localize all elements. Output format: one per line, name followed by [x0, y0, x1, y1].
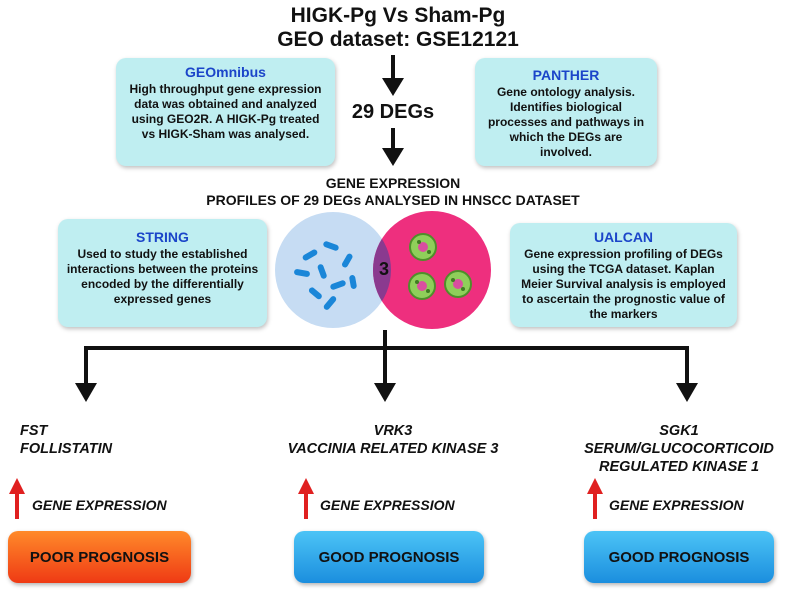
title-line-2: GEO dataset: GSE12121	[277, 28, 519, 51]
string-title: STRING	[136, 229, 189, 245]
string-text: Used to study the established interactio…	[66, 247, 259, 306]
down-arrow-icon	[382, 128, 404, 166]
up-arrow-icon	[587, 478, 603, 519]
geomnibus-box: GEOmnibus High throughput gene expressio…	[116, 58, 335, 166]
prognosis-badge-sgk1: GOOD PROGNOSIS	[584, 531, 774, 583]
down-arrow-icon	[374, 346, 396, 402]
prognosis-badge-fst: POOR PROGNOSIS	[8, 531, 191, 583]
geomnibus-title: GEOmnibus	[185, 64, 266, 80]
gene-name-vrk3: VACCINIA RELATED KINASE 3	[287, 441, 499, 457]
bacteria-icon	[294, 241, 357, 310]
ualcan-box: UALCAN Gene expression profiling of DEGs…	[510, 223, 737, 327]
degs-label: 29 DEGs	[351, 101, 435, 123]
gene-symbol-fst: FST	[20, 423, 48, 439]
prognosis-label-sgk1: GOOD PROGNOSIS	[608, 548, 750, 566]
profiles-line-1: GENE EXPRESSION	[325, 175, 461, 191]
venn-diagram	[275, 211, 491, 329]
up-arrow-icon	[9, 478, 25, 519]
venn-right-circle	[373, 211, 491, 329]
gene-expression-label-sgk1: GENE EXPRESSION	[609, 497, 744, 513]
geomnibus-text: High throughput gene expression data was…	[129, 82, 322, 141]
cancer-cell-icon	[409, 233, 437, 261]
ualcan-title: UALCAN	[593, 229, 654, 245]
gene-expression-label-fst: GENE EXPRESSION	[32, 497, 167, 513]
gene-name-sgk1: SERUM/GLUCOCORTICOID REGULATED KINASE 1	[584, 441, 774, 475]
gene-expression-label-vrk3: GENE EXPRESSION	[320, 497, 455, 513]
gene-symbol-vrk3: VRK3	[373, 423, 413, 439]
gene-name-fst: FOLLISTATIN	[20, 441, 113, 457]
down-arrow-icon	[75, 346, 97, 402]
venn-left-circle	[275, 212, 391, 328]
string-box: STRING Used to study the established int…	[58, 219, 267, 327]
venn-overlap-count: 3	[378, 259, 389, 279]
down-arrow-icon	[382, 55, 404, 96]
profiles-line-2: PROFILES OF 29 DEGs ANALYSED IN HNSCC DA…	[206, 192, 580, 208]
title-line-1: HIGK-Pg Vs Sham-Pg	[290, 4, 506, 27]
cancer-cell-icon	[444, 270, 472, 298]
up-arrow-icon	[298, 478, 314, 519]
prognosis-badge-vrk3: GOOD PROGNOSIS	[294, 531, 484, 583]
gene-symbol-sgk1: SGK1	[659, 423, 699, 439]
panther-box: PANTHER Gene ontology analysis. Identifi…	[475, 58, 657, 166]
panther-text: Gene ontology analysis. Identifies biolo…	[487, 85, 645, 159]
prognosis-label-fst: POOR PROGNOSIS	[29, 548, 170, 566]
panther-title: PANTHER	[532, 67, 600, 83]
cancer-cell-icon	[408, 272, 436, 300]
ualcan-text: Gene expression profiling of DEGs using …	[521, 247, 726, 321]
down-arrow-icon	[676, 346, 698, 402]
prognosis-label-vrk3: GOOD PROGNOSIS	[318, 548, 460, 566]
